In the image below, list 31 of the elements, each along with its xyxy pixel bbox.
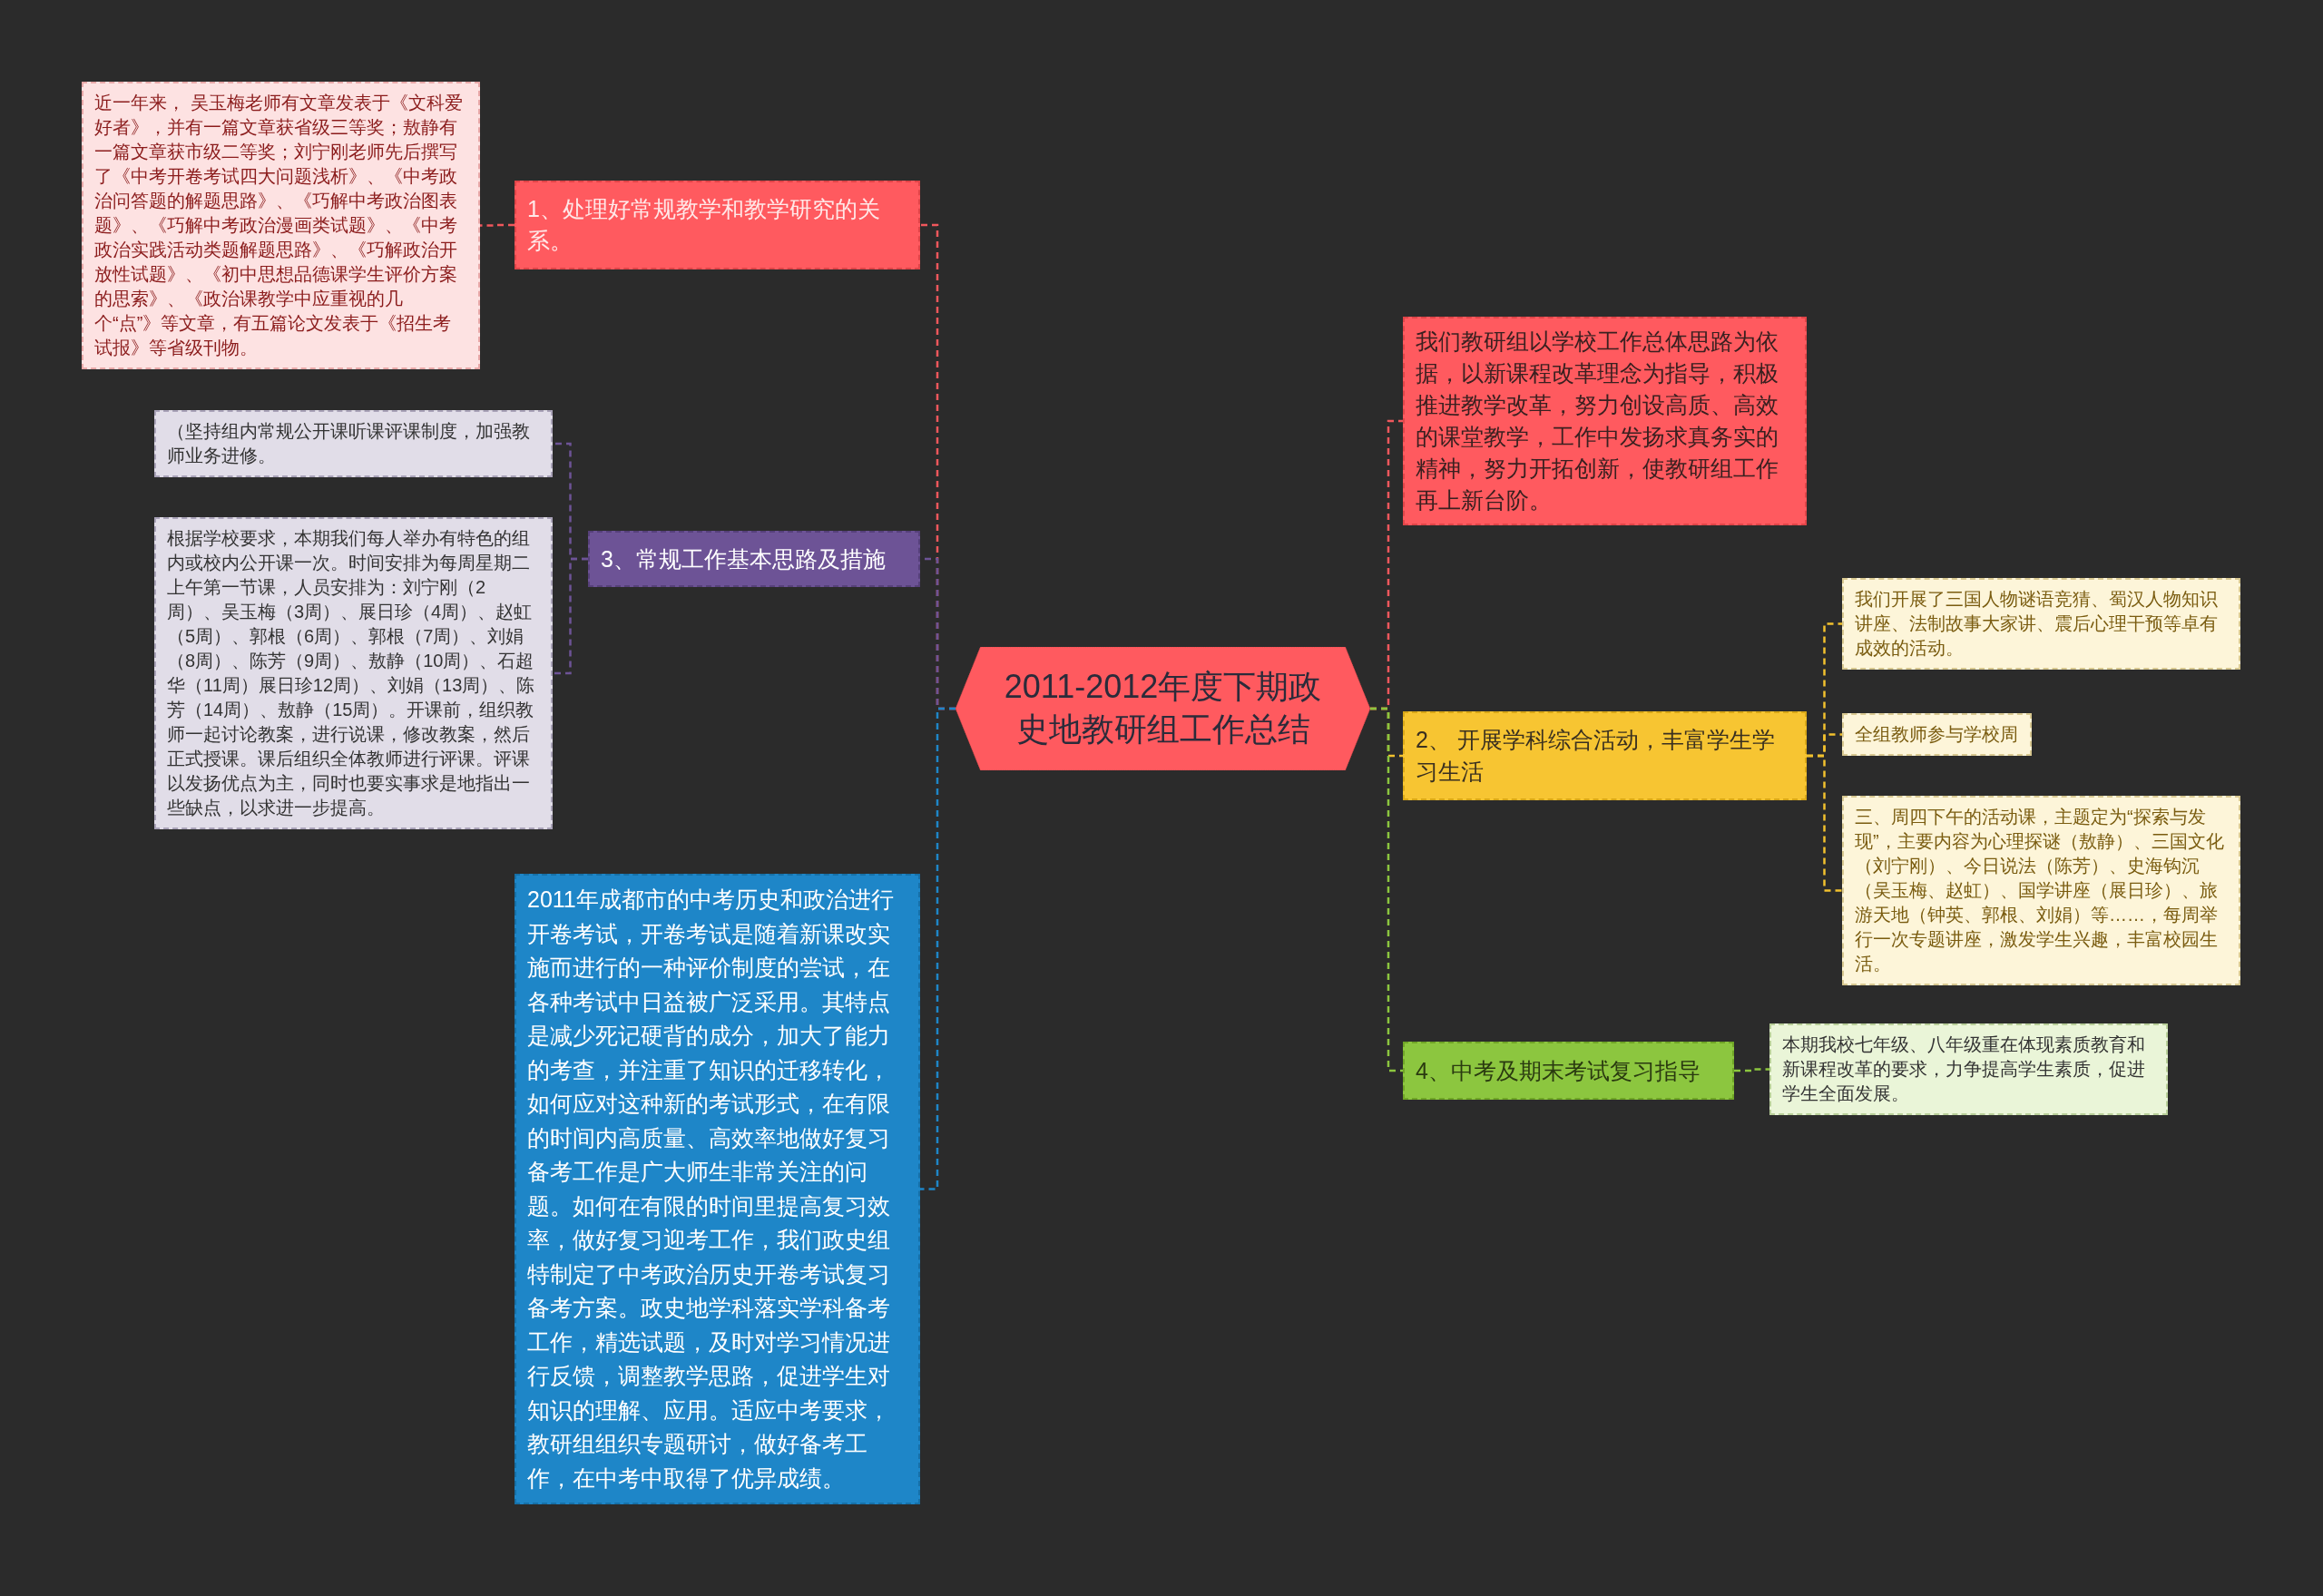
topic-text: 三、周四下午的活动课，主题定为“探索与发现”，主要内容为心理探谜（敖静）、三国文化（刘宁刚）、今日说法（陈芳）、史海钩沉（吴玉梅、赵虹）、国学讲座（展日珍）、旅游天地（钟英、郭根、刘娟）等……，每周举行一次专题讲座，激发学生兴趣，丰富校园生活。: [1855, 806, 2225, 975]
topic-text: 我们教研组以学校工作总体思路为依据，以新课程改革理念为指导，积极推进教学改革，努力创设高质、高效的课堂教学，工作中发扬求真务实的精神，努力开拓创新，使教研组工作再上新台阶。: [1416, 328, 1779, 514]
topic-text: （坚持组内常规公开课听课评课制度，加强教师业务进修。: [167, 420, 531, 467]
topic-box: [588, 531, 920, 587]
topic-text: 根据学校要求，本期我们每人举办有特色的组内或校内公开课一次。时间安排为每周星期二上午第一节课，人员安排为：刘宁刚（2周）、吴玉梅（3周）、展日珍（4周）、赵虹（5周）、郭根（6周）、郭根（7周）、刘娟（8周）、陈芳（9周）、敖静（10周）、石超华（11周）展日珍12周）、刘娟（13周）、陈芳（14周）、敖静（15周）。开课前，组织教师一起讨论教案，进行说课，修改教案，然后正式授课。课后组织全体教师进行评课。评课以发扬优点为主，同时也要实事求是地指出一些缺点，以求进一步提高。: [167, 527, 536, 819]
connector-line: [920, 707, 956, 1190]
topic-box: [1403, 317, 1807, 525]
topic-text: 2011-2012年度下期政史地教研组工作总结: [1003, 667, 1323, 749]
topic-box: [1403, 711, 1807, 800]
topic-text: 近一年来， 吴玉梅老师有文章发表于《文科爱好者》，并有一篇文章获省级三等奖；敖静有一篇文章获市级二等奖；刘宁刚老师先后撰写了《中考开卷考试四大问题浅析》、《中考政治问答题的解题思路》、《巧解中考政治图表题》、《巧解中考政治漫画类试题》、《中考政治实践活动类题解题思路》、《巧解政治开放性试题》、《初中思想品德课学生评价方案的思索》、《政治课教学中应重视的几个“点”》等文章，有五篇论文发表于《招生考试报》等省级刊物。: [94, 92, 464, 359]
central-topic: [956, 647, 1370, 770]
connector-line: [1370, 707, 1403, 1072]
topic-box: [1842, 713, 2032, 756]
topic-text: 1、处理好常规教学和教学研究的关系。: [527, 195, 881, 255]
topic-box: [1842, 578, 2240, 670]
connector-line: [1807, 754, 1842, 892]
topic-text: 3、常规工作基本思路及措施: [601, 544, 887, 573]
topic-text: 2011年成都市的中考历史和政治进行开卷考试，开卷考试是随着新课改实施而进行的一种评价制度的尝试，在各种考试中日益被广泛采用。其特点是减少死记硬背的成分，加大了能力的考查，并注重了知识的迁移转化，如何应对这种新的考试形式，在有限的时间内高质量、高效率地做好复习备考工作是广大师生非常关注的问题。如何在有限的时间里提高复习效率，做好复习迎考工作，我们政史组特制定了中考政治历史开卷考试复习备考方案。政史地学科落实学科备考工作，精选试题，及时对学习情况进行反馈，调整教学思路，促进学生对知识的理解、应用。适应中考要求，教研组组织专题研讨，做好备考工作，在中考中取得了优异成绩。: [527, 886, 895, 1493]
topic-box: [1769, 1023, 2168, 1115]
topic-text: 4、中考及期末考试复习指导: [1416, 1056, 1701, 1085]
topic-text: 2、 开展学科综合活动，丰富学生学习生活: [1416, 726, 1776, 786]
topic-text: 全组教师参与学校周: [1855, 723, 2019, 746]
topic-box: [154, 410, 553, 477]
topic-box: [1842, 796, 2240, 985]
connector-line: [1734, 1068, 1769, 1072]
topic-text: 本期我校七年级、八年级重在体现素质教育和新课程改革的要求，力争提高学生素质，促进学生全面发展。: [1782, 1033, 2146, 1105]
connector-line: [480, 223, 515, 227]
topic-text: 我们开展了三国人物谜语竞猜、蜀汉人物知识讲座、法制故事大家讲、震后心理干预等卓有成效的活动。: [1855, 588, 2219, 660]
connector-line: [553, 557, 588, 675]
topic-box: [515, 181, 920, 269]
topic-box: [1403, 1042, 1734, 1100]
